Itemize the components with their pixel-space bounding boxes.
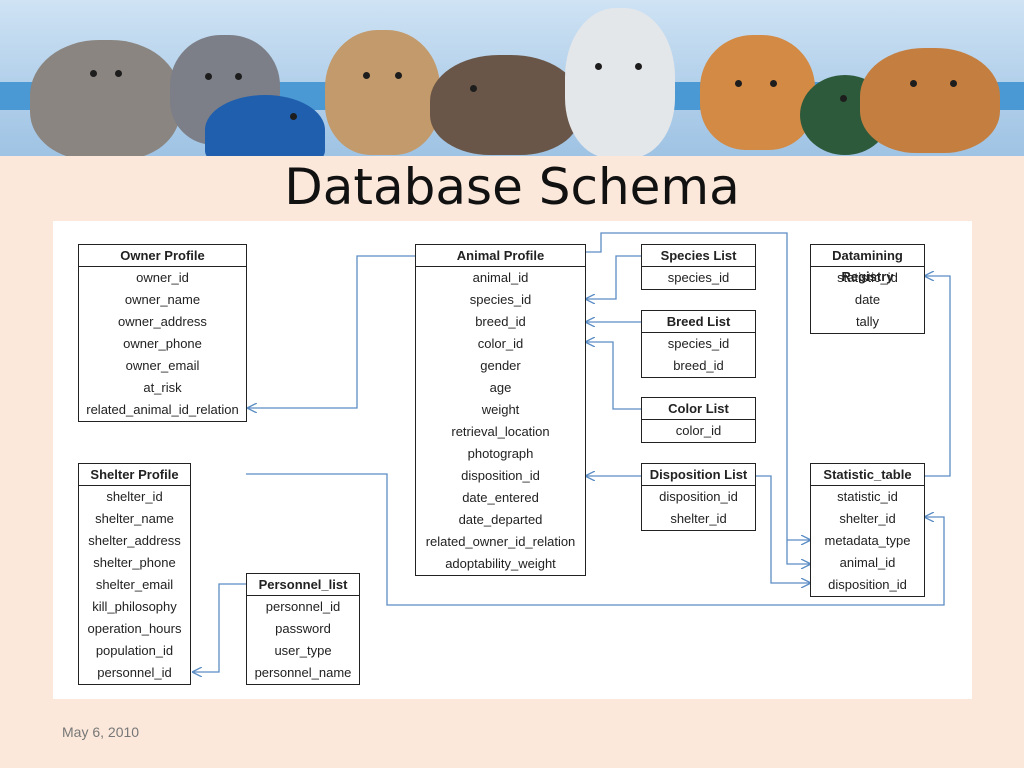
animal-banner	[0, 0, 1024, 156]
slide-title: Database Schema	[284, 158, 740, 216]
table-field: photograph	[467, 446, 534, 461]
table-field: owner_name	[124, 292, 201, 307]
parrot-icon	[205, 95, 325, 156]
table-title: Disposition List	[642, 464, 755, 486]
cat-icon	[30, 40, 180, 156]
table-field: age	[489, 380, 512, 395]
table-breed-list: Breed List species_id breed_id	[641, 310, 756, 378]
table-field: operation_hours	[87, 621, 182, 636]
table-field: retrieval_location	[451, 424, 550, 439]
table-title: Breed List	[642, 311, 755, 333]
table-field: kill_philosophy	[92, 599, 177, 614]
table-field: metadata_type	[824, 533, 911, 548]
table-field: weight	[481, 402, 520, 417]
orange-cat-icon	[700, 35, 815, 150]
table-field: animal_id	[472, 270, 529, 285]
table-field: statistic_id	[837, 489, 898, 504]
slide-date: May 6, 2010	[62, 724, 140, 740]
table-field: date	[854, 292, 881, 307]
table-field: population_id	[95, 643, 174, 658]
table-field: disposition_id	[461, 468, 540, 483]
table-owner-profile: Owner Profile owner_id owner_name owner_add…	[78, 244, 247, 422]
table-field: tally	[855, 314, 880, 329]
table-color-list: Color List color_id	[641, 397, 756, 443]
table-field: breed_id	[475, 314, 526, 329]
table-title: Species List	[642, 245, 755, 267]
table-field: date_entered	[462, 490, 539, 505]
horse-icon	[565, 8, 675, 156]
table-field: disposition_id	[659, 489, 738, 504]
table-field: gender	[480, 358, 521, 373]
table-field: owner_address	[118, 314, 207, 329]
table-field: shelter_address	[88, 533, 181, 548]
table-field: user_type	[274, 643, 332, 658]
table-field: breed_id	[673, 358, 724, 373]
table-field: related_animal_id_relation	[86, 402, 239, 417]
table-field: animal_id	[839, 555, 896, 570]
table-field: owner_phone	[123, 336, 202, 351]
table-field: species_id	[667, 270, 730, 285]
table-title: Personnel_list	[247, 574, 359, 596]
table-title: Statistic_table	[811, 464, 924, 486]
table-title: Owner Profile	[79, 245, 246, 267]
table-title: Datamining Registry	[811, 245, 924, 284]
table-field: personnel_id	[265, 599, 341, 614]
terrier-icon	[325, 30, 440, 155]
beagle-icon	[860, 48, 1000, 153]
table-field: owner_id	[136, 270, 189, 285]
table-field: shelter_phone	[93, 555, 176, 570]
table-disposition-list: Disposition List disposition_id shelter_id	[641, 463, 756, 531]
table-field: personnel_id	[97, 665, 172, 680]
table-field: date_departed	[458, 512, 543, 527]
table-title: Shelter Profile	[79, 464, 190, 486]
table-field: shelter_id	[670, 511, 727, 526]
table-species-list: Species List species_id	[641, 244, 756, 290]
table-field: species_id	[469, 292, 532, 307]
table-field: personnel_name	[254, 665, 352, 680]
rabbit-icon	[430, 55, 580, 155]
table-field: color_id	[675, 423, 722, 438]
table-animal-profile: Animal Profile animal_id species_id breed_i…	[415, 244, 586, 576]
table-personnel-list: Personnel_list personnel_id password user_t…	[246, 573, 360, 685]
table-field: shelter_id	[839, 511, 896, 526]
table-field: statistic_id	[837, 270, 898, 285]
table-field: species_id	[667, 336, 730, 351]
table-field: color_id	[477, 336, 524, 351]
table-field: shelter_email	[95, 577, 174, 592]
table-field: password	[275, 621, 331, 636]
table-title: Color List	[642, 398, 755, 420]
table-field: disposition_id	[828, 577, 907, 592]
table-title: Animal Profile	[416, 245, 585, 267]
table-field: related_owner_id_relation	[425, 534, 576, 549]
table-field: shelter_id	[106, 489, 163, 504]
table-field: owner_email	[125, 358, 200, 373]
table-field: adoptability_weight	[445, 556, 556, 571]
table-field: at_risk	[143, 380, 182, 395]
table-field: shelter_name	[95, 511, 174, 526]
